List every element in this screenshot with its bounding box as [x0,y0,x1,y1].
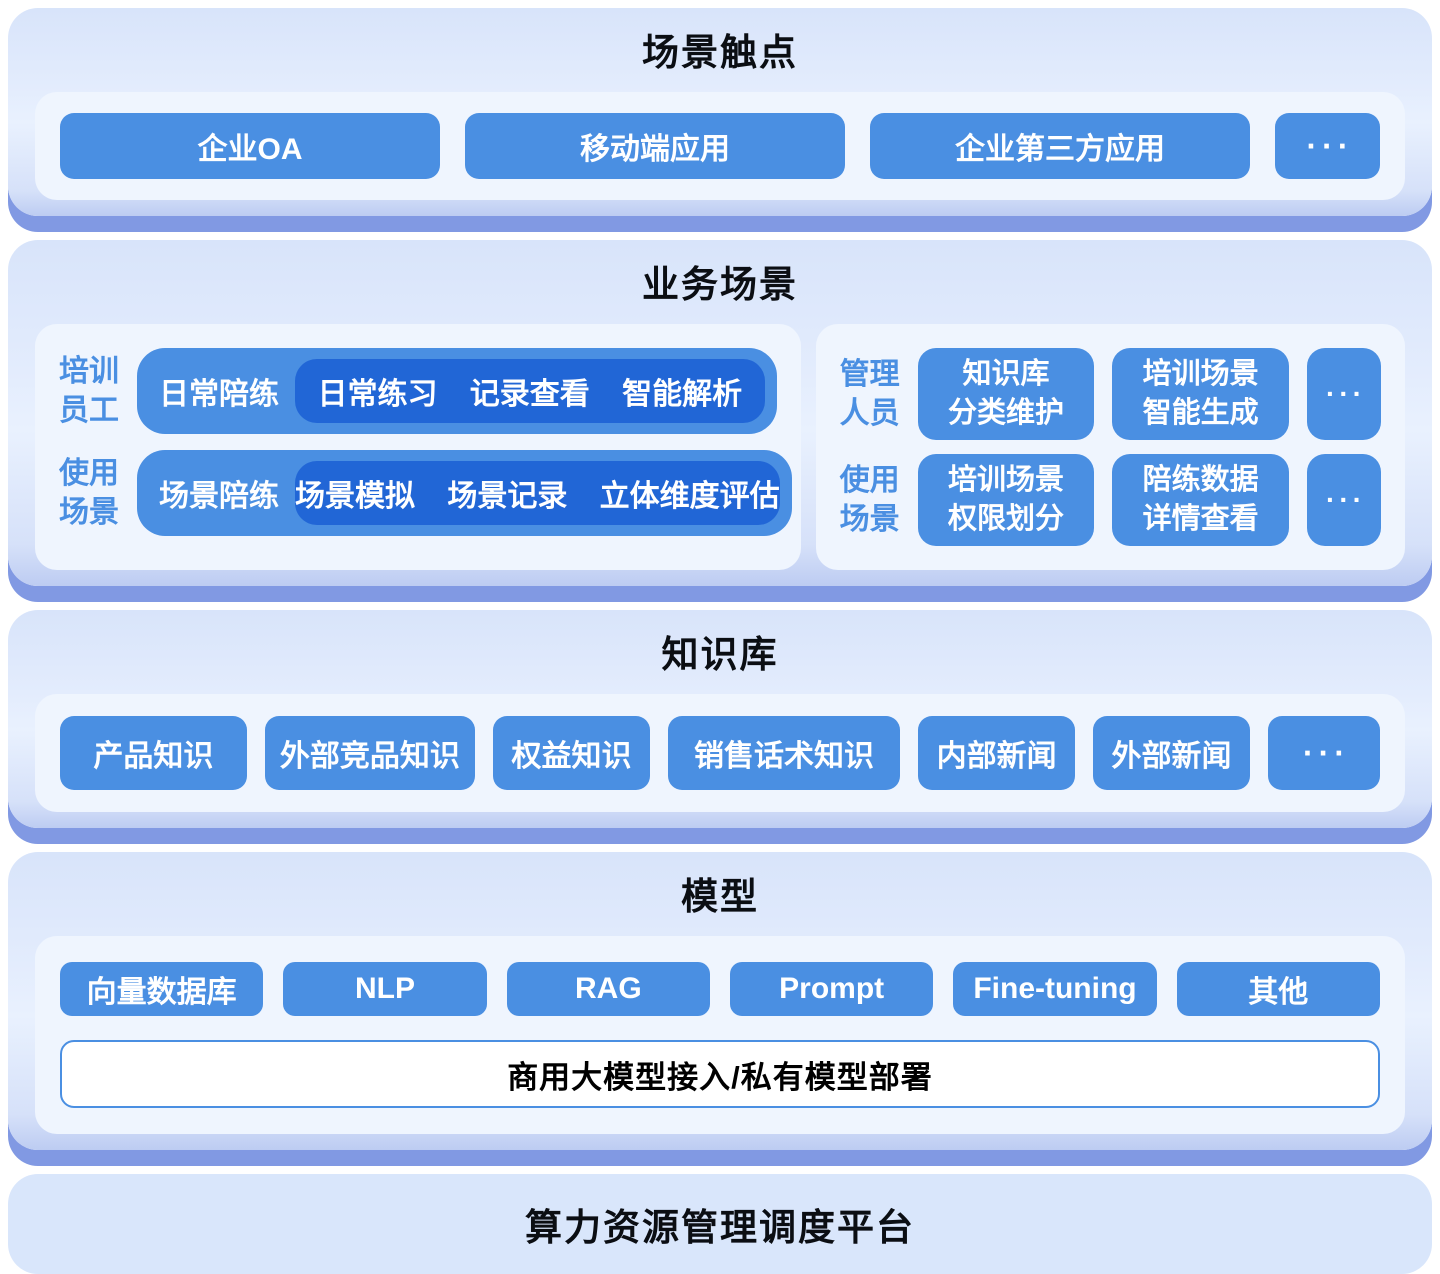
manager-row: 管理 人员 知识库 分类维护 培训场景 智能生成 ··· [840,348,1381,440]
model-components-row: 向量数据库 NLP RAG Prompt Fine-tuning 其他 [60,962,1380,1016]
manager-usage-row: 使用 场景 培训场景 权限划分 陪练数据 详情查看 ··· [840,454,1381,546]
practice-data-detail-box: 陪练数据 详情查看 [1112,454,1289,546]
section-business-scenarios: 业务场景 培训 员工 日常陪练 日常练习 记录查看 智能解析 使用 场景 场景陪… [8,240,1432,586]
kb-more-icon: ··· [1268,716,1380,790]
knowledge-title: 知识库 [661,634,779,675]
daily-practice-row: 培训 员工 日常陪练 日常练习 记录查看 智能解析 [59,348,777,434]
kb-category-maintenance-box: 知识库 分类维护 [917,348,1095,440]
knowledge-panel: 产品知识 外部竞品知识 权益知识 销售话术知识 内部新闻 外部新闻 ··· [35,694,1405,812]
scenario-practice-label: 场景陪练 [159,480,279,513]
section-touchpoints: 场景触点 企业OA 移动端应用 企业第三方应用 ··· [8,8,1432,216]
touchpoint-third-party-app: 企业第三方应用 [870,113,1250,179]
kb-internal-news: 内部新闻 [918,716,1076,790]
manager-more-icon: ··· [1307,348,1381,440]
touchpoints-title: 场景触点 [642,32,798,73]
kb-product-knowledge: 产品知识 [60,716,247,790]
scenario-practice-row: 使用 场景 场景陪练 场景模拟 场景记录 立体维度评估 [59,450,792,536]
model-vector-database: 向量数据库 [60,962,264,1016]
kb-sales-script-knowledge: 销售话术知识 [667,716,901,790]
model-panel: 向量数据库 NLP RAG Prompt Fine-tuning 其他 商用大模… [35,936,1405,1134]
compute-platform-title: 算力资源管理调度平台 [525,1207,915,1248]
scenario-practice-pill: 场景陪练 场景模拟 场景记录 立体维度评估 [137,450,792,536]
touchpoints-panel: 企业OA 移动端应用 企业第三方应用 ··· [35,92,1405,200]
model-finetuning: Fine-tuning [953,962,1157,1016]
model-deployment-bar: 商用大模型接入/私有模型部署 [60,1040,1380,1108]
model-prompt: Prompt [729,962,934,1016]
kb-external-news: 外部新闻 [1093,716,1250,790]
daily-practice-features: 日常练习 记录查看 智能解析 [295,359,765,423]
usage-scenario-label: 使用 场景 [59,457,119,529]
model-title: 模型 [681,876,759,917]
section-model: 模型 向量数据库 NLP RAG Prompt Fine-tuning 其他 商… [8,852,1432,1150]
manager-role-label: 管理 人员 [839,358,900,430]
business-title: 业务场景 [642,264,798,305]
section-knowledge-base: 知识库 产品知识 外部竞品知识 权益知识 销售话术知识 内部新闻 外部新闻 ··… [8,610,1432,828]
scenario-permission-box: 培训场景 权限划分 [917,454,1095,546]
trainee-role-label: 培训 员工 [59,355,119,427]
scenario-auto-generation-box: 培训场景 智能生成 [1112,348,1289,440]
model-other: 其他 [1176,962,1380,1016]
scenario-practice-features: 场景模拟 场景记录 立体维度评估 [295,461,780,525]
model-nlp: NLP [283,962,487,1016]
manager-usage-more-icon: ··· [1307,454,1381,546]
section-compute-platform: 算力资源管理调度平台 [8,1174,1432,1274]
touchpoint-mobile-app: 移动端应用 [465,113,845,179]
manager-usage-label: 使用 场景 [839,464,900,536]
kb-competitor-knowledge: 外部竞品知识 [264,716,475,790]
touchpoints-more-icon: ··· [1275,113,1380,179]
manager-scenarios-panel: 管理 人员 知识库 分类维护 培训场景 智能生成 ··· 使用 场景 培训场景 … [815,324,1405,570]
daily-practice-pill: 日常陪练 日常练习 记录查看 智能解析 [137,348,777,434]
kb-benefits-knowledge: 权益知识 [493,716,650,790]
business-panels: 培训 员工 日常陪练 日常练习 记录查看 智能解析 使用 场景 场景陪练 场景模… [35,324,1405,570]
trainee-scenarios-panel: 培训 员工 日常陪练 日常练习 记录查看 智能解析 使用 场景 场景陪练 场景模… [35,324,801,570]
daily-practice-label: 日常陪练 [159,378,279,411]
touchpoint-enterprise-oa: 企业OA [60,113,440,179]
model-rag: RAG [506,962,710,1016]
